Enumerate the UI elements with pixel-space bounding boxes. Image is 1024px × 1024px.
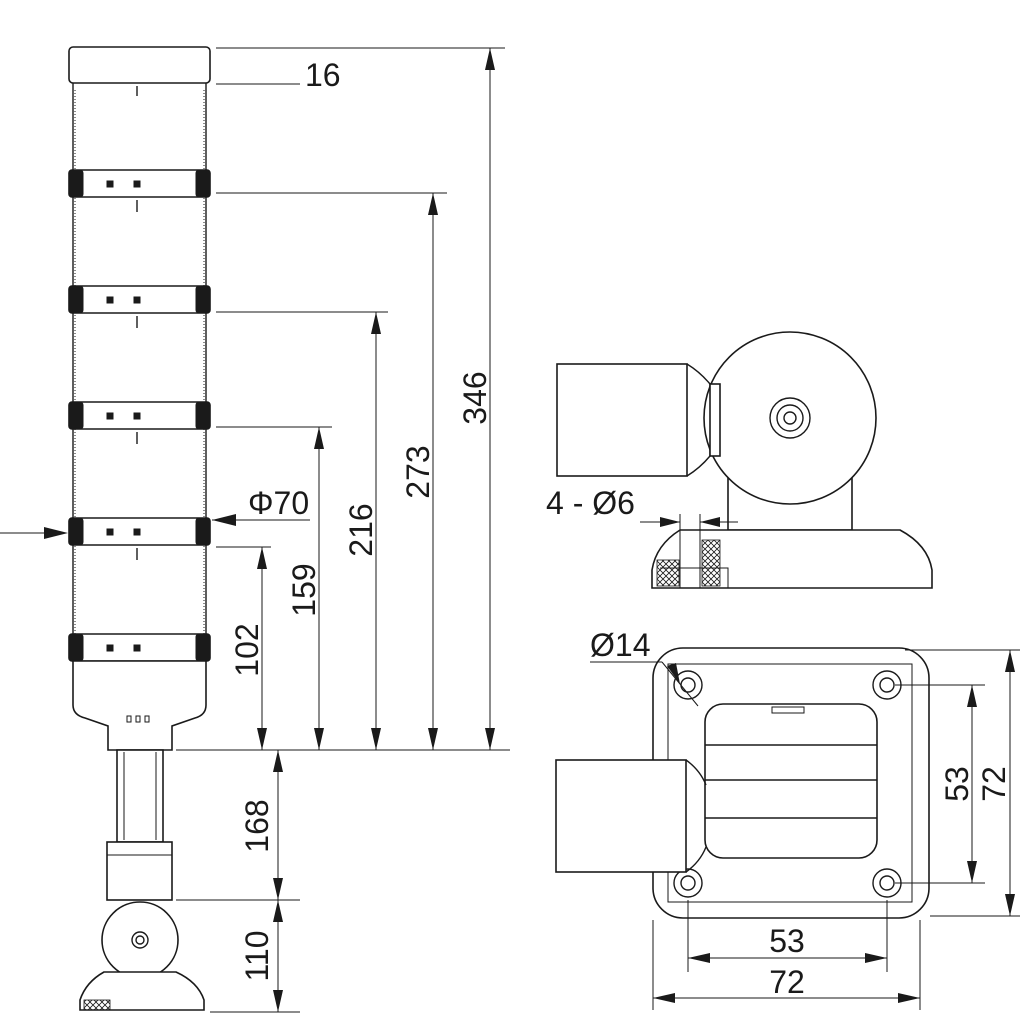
mount-hole-bl: [673, 868, 703, 898]
dim-273: 273: [400, 445, 436, 498]
dim-168: 168: [239, 799, 275, 852]
outer-width-label: 72: [769, 964, 805, 1000]
holes-label: 4 - Ø6: [546, 485, 635, 521]
dim-159: 159: [286, 563, 322, 616]
bracket-block: [556, 363, 688, 477]
dim-diameter: Φ70: [248, 485, 309, 521]
tier-ring-2: [68, 285, 211, 328]
dim-110: 110: [239, 930, 275, 981]
tier-ring-4: [68, 517, 211, 560]
outer-height-label: 72: [976, 766, 1012, 802]
mount-disk-side: [703, 331, 877, 505]
inner-width-label: 53: [769, 923, 805, 959]
top-cap: [68, 46, 211, 84]
center-mount-top: [704, 703, 878, 859]
side-view-dimensions: 16 346 273 216 159 102 Φ70 168 110: [0, 47, 510, 1013]
dim-102: 102: [229, 623, 265, 676]
dim-216: 216: [343, 503, 379, 556]
dim-cap-height: 16: [305, 57, 341, 93]
base-foot: [79, 971, 205, 1011]
tier-ring-1: [68, 169, 211, 212]
mount-disk: [101, 901, 179, 979]
pole: [116, 749, 164, 843]
base-top-view: Ø14 53 72 53 72: [555, 627, 1020, 1010]
dim-346: 346: [457, 371, 493, 424]
bracket-block-top: [555, 759, 687, 873]
signal-tower-side-view: [68, 46, 211, 1011]
pole-coupler: [106, 841, 173, 901]
base-side-view: 4 - Ø6: [546, 331, 933, 589]
hole-diameter-label: Ø14: [590, 627, 650, 663]
tier-ring-3: [68, 401, 211, 444]
base-foot-side: [651, 529, 933, 589]
inner-height-label: 53: [939, 766, 975, 802]
bottom-housing: [72, 660, 207, 751]
